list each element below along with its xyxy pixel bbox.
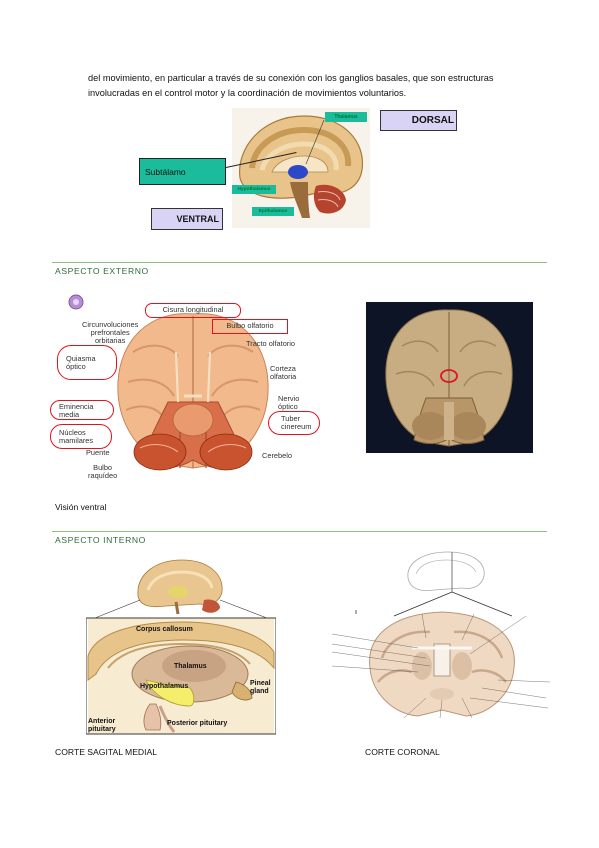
label-eminencia-line2: media — [59, 410, 80, 419]
coronal-diagram — [322, 548, 560, 724]
label-eminencia-line1: Eminencia — [59, 402, 94, 411]
thalamus-label: Thalamus — [325, 112, 367, 122]
heading-aspecto-interno: ASPECTO INTERNO — [55, 535, 146, 545]
label-hypothalamus-internal-text: Hypothalamus — [140, 683, 189, 690]
label-quiasma-line1: Quiasma — [66, 354, 96, 363]
label-nervio-line1: Nervio — [278, 394, 300, 403]
subtalamo-label: Subtálamo — [139, 158, 226, 185]
subtalamo-label-text: Subtálamo — [145, 166, 186, 177]
section-rule-external — [52, 262, 547, 263]
label-circunvoluciones-line2: prefrontales — [90, 328, 130, 337]
label-thalamus-internal-text: Thalamus — [174, 663, 207, 670]
sagittal-medial-illustration — [86, 559, 276, 735]
label-hypothalamus-internal: Hypothalamus — [140, 683, 188, 691]
label-nucleos-mamilares: Núcleos mamilares — [50, 424, 112, 449]
label-anterior-pituitary: Anterior pituitary — [88, 718, 116, 734]
brain-sagittal-illustration — [239, 115, 364, 218]
intro-line-2: involucradas en el control motor y la co… — [88, 88, 407, 98]
label-posterior-pituitary: Posterior pituitary — [167, 720, 227, 728]
thalamus-label-text: Thalamus — [334, 114, 358, 120]
label-corteza-line1: Corteza — [270, 364, 296, 373]
intro-line-1: del movimiento, en particular a través d… — [88, 73, 494, 83]
label-pineal-line2: gland — [250, 688, 269, 695]
section-rule-internal — [52, 531, 547, 532]
coronal-illustration — [331, 551, 551, 719]
brain-sagittal-diagram — [232, 108, 370, 228]
label-bulbo-olfatorio-text: Bulbo olfatorio — [226, 321, 274, 330]
dorsal-label-text: DORSAL — [411, 115, 454, 126]
label-pineal-gland: Pineal gland — [250, 680, 271, 696]
epithalamus-label-text: Epithalamus — [258, 209, 288, 214]
label-cerebelo-text: Cerebelo — [262, 451, 292, 460]
label-posterior-text: Posterior pituitary — [167, 720, 228, 727]
label-tuber-line1: Tuber — [281, 414, 301, 423]
label-cisura-text: Cisura longitudinal — [162, 305, 224, 314]
brain-ventral-diagram — [48, 292, 338, 485]
dorsal-label: DORSAL — [380, 110, 457, 131]
hypothalamus-label-text: Hypothalamus — [237, 187, 271, 192]
label-eminencia-media: Eminencia media — [50, 400, 114, 420]
label-quiasma-line2: óptico — [66, 362, 86, 371]
label-quiasma-optico: Quiasma óptico — [57, 345, 117, 380]
label-corpus-text: Corpus callosum — [136, 626, 193, 633]
label-bulbo-raquideo-line1: Bulbo — [93, 463, 113, 472]
label-corteza-line2: olfatoria — [270, 372, 297, 381]
brain-ventral-illustration — [68, 294, 269, 471]
label-puente-text: Puente — [86, 448, 110, 457]
label-tracto-text: Tracto olfatorio — [246, 339, 296, 348]
label-cisura-longitudinal: Cisura longitudinal — [145, 303, 241, 318]
label-nucleos-line1: Núcleos — [59, 428, 86, 437]
label-nervio-optico: Nervio óptico — [278, 395, 299, 411]
brain-ventral-photo — [366, 302, 533, 453]
label-nucleos-line2: mamilares — [59, 436, 94, 445]
label-nervio-line2: óptico — [278, 402, 298, 411]
intro-paragraph: del movimiento, en particular a través d… — [88, 71, 548, 101]
label-tuber-cinereum: Tuber cinereum — [268, 411, 320, 435]
label-corpus-callosum: Corpus callosum — [136, 626, 193, 634]
label-puente: Puente — [86, 449, 109, 457]
caption-corte-coronal: CORTE CORONAL — [365, 747, 440, 757]
epithalamus-label: Epithalamus — [252, 207, 294, 216]
label-bulbo-raquideo-line2: raquídeo — [88, 471, 118, 480]
heading-aspecto-externo: ASPECTO EXTERNO — [55, 266, 149, 276]
label-tracto-olfatorio: Tracto olfatorio — [246, 340, 295, 348]
label-anterior-line2: pituitary — [88, 726, 116, 733]
label-cerebelo: Cerebelo — [262, 452, 292, 460]
brain-photo-illustration — [385, 309, 513, 447]
label-circunvoluciones: Circunvoluciones prefrontales orbitarias — [82, 321, 138, 345]
hypothalamus-label: Hypothalamus — [232, 185, 276, 194]
label-thalamus-internal: Thalamus — [174, 663, 207, 671]
ventral-label: VENTRAL — [151, 208, 223, 230]
label-corteza-olfatoria: Corteza olfatoria — [270, 365, 296, 381]
label-circunvoluciones-line3: orbitarias — [94, 336, 126, 345]
label-anterior-line1: Anterior — [88, 718, 116, 725]
label-circunvoluciones-line1: Circunvoluciones — [82, 320, 139, 329]
label-bulbo-raquideo: Bulbo raquídeo — [88, 464, 117, 480]
label-pineal-line1: Pineal — [250, 680, 271, 687]
sagittal-medial-diagram — [86, 556, 276, 736]
label-tuber-line2: cinereum — [281, 422, 312, 431]
caption-corte-sagital: CORTE SAGITAL MEDIAL — [55, 747, 158, 757]
caption-vision-ventral: Visión ventral — [55, 502, 107, 512]
ventral-label-text: VENTRAL — [176, 214, 220, 224]
label-bulbo-olfatorio: Bulbo olfatorio — [212, 319, 288, 334]
